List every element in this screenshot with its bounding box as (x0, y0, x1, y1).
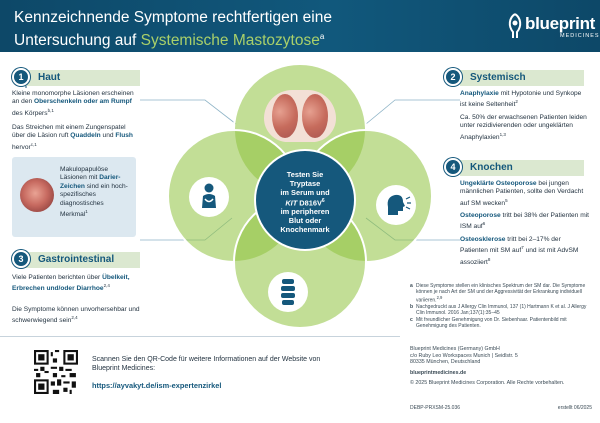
systemisch-text-2: Ca. 50% der erwachsenen Patienten leiden… (460, 114, 587, 141)
center-circle (254, 149, 356, 251)
knochen-text-3: Osteosklerose tritt bei 2–17% der Patien… (460, 236, 579, 267)
knochen-text-1: Ungeklärte Osteoporose bei jungen männli… (460, 180, 584, 207)
section-title-knochen: Knochen (470, 162, 513, 173)
logo-mark-icon (508, 13, 522, 38)
patient-anaphylaxis-icon (376, 185, 416, 225)
connector-line (140, 99, 237, 125)
section-bar-knochen (460, 160, 584, 176)
qr-description: Scannen Sie den QR-Code für weitere Info… (92, 356, 321, 372)
section-number-4: 4 (444, 158, 462, 176)
gastro-text-2: Die Symptome können unvorher­sehbar und … (12, 306, 140, 325)
section-title-systemisch: Systemisch (470, 72, 526, 83)
knochen-text-2: Osteoporose tritt bei 38% der Patienten … (460, 212, 589, 231)
blueprint-logo: blueprint MEDICINES (505, 12, 599, 42)
haut-text-2: Das Streichen mit einem Zungen­spatel üb… (12, 124, 133, 151)
darier-lesion-image (20, 178, 54, 212)
divider (0, 336, 400, 337)
person-stomach-pain-icon (189, 177, 229, 217)
title-highlight: Systemische Mastozytose (140, 32, 320, 50)
qr-link[interactable]: https://ayvakyt.de/ism-expertenzirkel (92, 381, 222, 390)
systemisch-text-1: Anaphylaxie mit Hypotonie und Synkope is… (460, 90, 582, 109)
spine-icon (268, 272, 308, 312)
section-bar-haut (18, 70, 140, 86)
logo-sub: MEDICINES (560, 33, 600, 39)
section-number-2: 2 (444, 68, 462, 86)
section-number-1: 1 (12, 68, 30, 86)
section-number-3: 3 (12, 250, 30, 268)
logo-word: blueprint (525, 14, 596, 33)
section-title-haut: Haut (38, 72, 61, 83)
section-title-gastro: Gastrointestinal (38, 254, 115, 265)
center-test-instruction: Testen Sie Tryptase im Serum und KIT D81… (280, 170, 330, 235)
company-address: Blueprint Medicines (Germany) GmbH c/o R… (410, 346, 592, 387)
page-title-line1: Kennzeichnende Symptome rechtfertigen ei… (14, 9, 332, 26)
footer-codes: DEBP-PRXSM-25.036 erstellt 06/2025 (410, 405, 592, 411)
qr-code[interactable] (34, 350, 78, 394)
haut-text-1: Kleine monomorphe Läsionen erscheinen an… (12, 90, 134, 117)
section-bar-systemisch (460, 70, 584, 86)
darier-text: Makulopapulöse Läsionen mit Darier-Zeich… (60, 166, 128, 219)
creation-date: erstellt 06/2025 (557, 405, 592, 411)
company-website-link[interactable]: blueprintmedicines.de (410, 369, 467, 376)
section-bar-gastro (18, 252, 140, 268)
page-title-line2: Untersuchung auf Systemische Mastozytose… (14, 32, 325, 50)
gastro-text-1: Viele Patienten berichten über Übelkeit,… (12, 274, 130, 293)
connector-line (365, 99, 460, 125)
header-banner: Kennzeichnende Symptome rechtfertigen ei… (0, 0, 600, 52)
symptom-venn-diagram (25, 63, 460, 329)
document-code: DEBP-PRXSM-25.036 (410, 405, 461, 411)
skin-lesion-image (264, 90, 336, 142)
